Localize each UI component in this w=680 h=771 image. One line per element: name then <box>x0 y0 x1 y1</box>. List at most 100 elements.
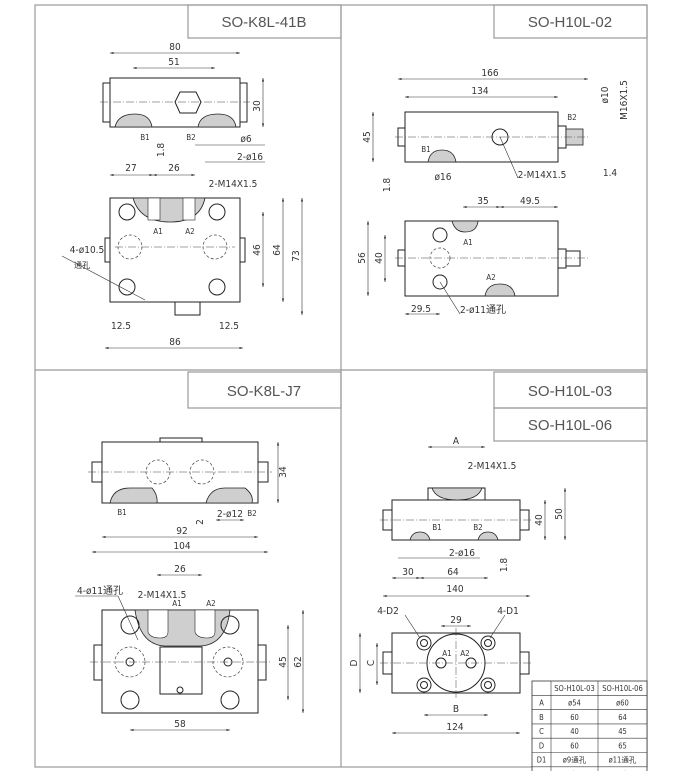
port-a2: A2 <box>206 599 216 608</box>
dim-phi10: ø10 <box>600 86 611 103</box>
dim-124: 124 <box>446 722 463 733</box>
thread-callout: 2-M14X1.5 <box>138 590 187 601</box>
thread-callout: 2-M14X1.5 <box>209 179 258 190</box>
dim-58: 58 <box>174 719 186 730</box>
dim-86: 86 <box>169 337 181 348</box>
port-b2: B2 <box>473 523 483 532</box>
port-a2: A2 <box>460 649 470 658</box>
bottom-view: 4-D2 4-D1 29 A1 A2 D C B 124 <box>349 606 533 735</box>
dim-1-8: 1.8 <box>156 143 167 158</box>
dim-2-phi12: 2-ø12 <box>217 509 243 520</box>
holes-callout: 2-ø11通孔 <box>460 304 506 316</box>
dim-62: 62 <box>293 656 304 667</box>
through-hole-note: 通孔 <box>74 260 90 270</box>
dim-a: A <box>453 436 460 447</box>
table-cell: B <box>539 713 544 722</box>
dim-73: 73 <box>291 250 302 261</box>
bottom-view: 35 49.5 56 40 A1 A2 29.5 2-ø11通孔 <box>357 196 590 316</box>
dim-45: 45 <box>362 131 373 142</box>
port-b1: B1 <box>117 508 127 517</box>
port-b1: B1 <box>421 145 431 154</box>
holes-callout: 4-ø11通孔 <box>77 585 123 597</box>
dim-134: 134 <box>471 86 488 97</box>
callout-4-d1: 4-D1 <box>497 606 519 617</box>
hex-plug-icon <box>174 91 202 114</box>
dim-140: 140 <box>446 584 463 595</box>
table-header-cell: SO-H10L-03 <box>554 684 595 693</box>
dim-40: 40 <box>534 514 545 526</box>
panel-title: SO-H10L-03 <box>528 383 612 400</box>
dim-1-4: 1.4 <box>603 168 618 179</box>
dim-104: 104 <box>173 541 190 552</box>
port-b1: B1 <box>432 523 442 532</box>
top-view: 34 B1 B2 2-ø12 2 92 104 <box>88 437 289 554</box>
title-box-2 <box>493 407 648 442</box>
dim-50: 50 <box>554 508 565 520</box>
table-cell: ø15深10 <box>560 770 589 771</box>
port-a1: A1 <box>172 599 182 608</box>
title-box <box>187 4 342 39</box>
dim-46: 46 <box>252 244 263 256</box>
holes-callout: 4-ø10.5 <box>70 245 105 256</box>
dim-92: 92 <box>176 526 187 537</box>
port-a1: A1 <box>442 649 452 658</box>
table-cell: 60 <box>570 713 579 722</box>
bottom-view: 26 4-ø11通孔 2-M14X1.5 A1 A2 45 62 58 <box>75 564 305 732</box>
dim-56: 56 <box>357 252 368 264</box>
dim-40: 40 <box>374 252 385 264</box>
panel-title: SO-K8L-41B <box>221 14 306 31</box>
table-header-cell: SO-H10L-06 <box>602 684 643 693</box>
dim-c: C <box>366 660 377 666</box>
dim-26: 26 <box>168 163 180 174</box>
dim-26: 26 <box>174 564 186 575</box>
dim-64: 64 <box>272 244 283 256</box>
title-box <box>493 4 648 39</box>
dim-2: 2 <box>195 519 206 525</box>
bolt-holes <box>416 635 496 693</box>
dim-30: 30 <box>252 100 263 112</box>
title-box <box>187 371 342 409</box>
panel-so-h10l-03-06: SO-H10L-03 SO-H10L-06 A 2-M14X1.5 40 50 … <box>349 371 648 771</box>
port-a2: A2 <box>185 227 195 236</box>
port-a1: A1 <box>153 227 163 236</box>
panel-so-k8l-j7: SO-K8L-J7 34 B1 B2 2-ø12 2 92 104 26 4-ø… <box>75 371 342 732</box>
port-b2: B2 <box>247 509 257 518</box>
dim-80: 80 <box>169 42 181 53</box>
panel-so-h10l-02: SO-H10L-02 166 134 45 B2 B1 ø16 1.8 2-M1… <box>357 4 648 316</box>
dim-51: 51 <box>168 57 179 68</box>
port-b1: B1 <box>140 133 150 142</box>
table-cell: D2 <box>537 770 547 771</box>
dim-29: 29 <box>450 615 462 626</box>
bottom-view: 27 26 2-M14X1.5 A1 A2 4-ø10.5 通孔 46 64 7… <box>61 163 304 350</box>
dim-64: 64 <box>447 567 459 578</box>
panel-title-2: SO-H10L-06 <box>528 417 612 434</box>
table-cell: 64 <box>618 713 627 722</box>
dim-12-5-left: 12.5 <box>111 321 131 332</box>
dim-d: D <box>349 659 360 666</box>
port-b2: B2 <box>186 133 196 142</box>
port-a2: A2 <box>486 273 496 282</box>
thread-callout: 2-M14X1.5 <box>518 170 567 181</box>
table-cell: ø11通孔 <box>609 755 637 765</box>
table-cell: A <box>539 698 544 707</box>
dim-1-8: 1.8 <box>382 178 393 193</box>
table-cell: ø16.5深12 <box>605 770 640 771</box>
thread-callout: 2-M14X1.5 <box>468 461 517 472</box>
table-cell: ø9通孔 <box>563 755 587 765</box>
table-cell: 40 <box>570 727 579 736</box>
table-cell: 45 <box>618 727 627 736</box>
table-cell: ø60 <box>616 698 629 707</box>
dim-phi16: ø16 <box>435 172 452 183</box>
panel-title: SO-K8L-J7 <box>227 383 301 400</box>
dim-166: 166 <box>481 68 498 79</box>
panel-title: SO-H10L-02 <box>528 14 612 31</box>
table-cell: 60 <box>570 741 579 750</box>
top-view: A 2-M14X1.5 40 50 B1 B2 2-ø16 30 64 1.8 … <box>380 436 567 598</box>
dim-2-phi16: 2-ø16 <box>237 152 263 163</box>
table-cell: D1 <box>537 756 547 765</box>
top-view: 80 51 30 B1 B2 1.8 ø6 2-ø16 <box>100 42 265 163</box>
dim-b: B <box>453 704 459 715</box>
dim-12-5-right: 12.5 <box>219 321 239 332</box>
